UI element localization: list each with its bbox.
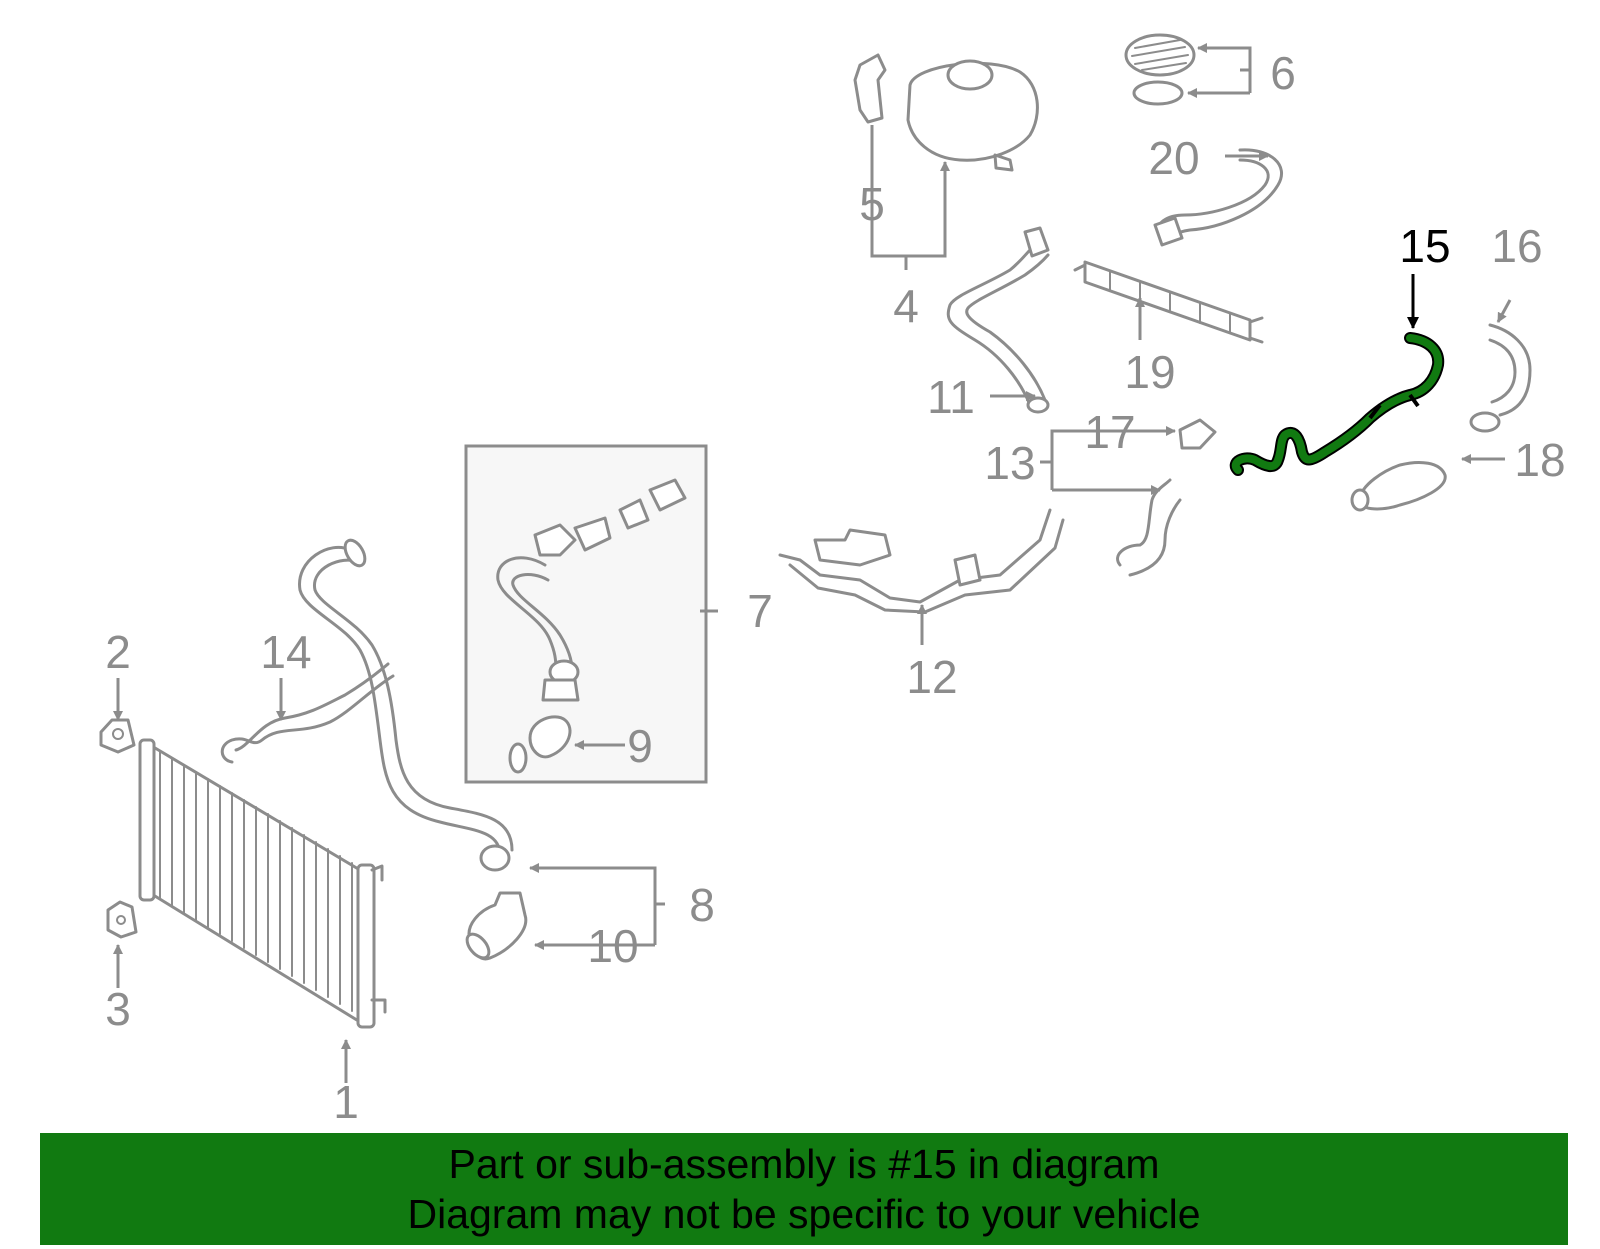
- part-hose-11: [946, 226, 1050, 414]
- leader-lines: [113, 43, 1512, 1083]
- callout-7: 7: [747, 585, 773, 637]
- part-hose-14: [220, 662, 395, 764]
- part-radiator: [138, 738, 387, 1029]
- callout-5: 5: [859, 178, 885, 230]
- callout-16: 16: [1491, 220, 1542, 272]
- callout-20: 20: [1148, 132, 1199, 184]
- part-connector-10: [465, 891, 528, 961]
- callout-13: 13: [984, 437, 1035, 489]
- callout-15-highlighted: 15: [1399, 220, 1450, 272]
- info-banner: Part or sub-assembly is #15 in diagram D…: [40, 1133, 1568, 1245]
- part-bracket-12: [778, 508, 1065, 614]
- callout-19: 19: [1124, 346, 1175, 398]
- callout-6: 6: [1270, 47, 1296, 99]
- callout-2: 2: [105, 626, 131, 678]
- part-sensor-17: [1178, 418, 1217, 450]
- part-bracket-19: [1073, 260, 1264, 344]
- callout-1: 1: [333, 1076, 359, 1128]
- part-fitting-18: [1350, 461, 1447, 512]
- part-cap-6: [1124, 33, 1196, 77]
- part-bracket-5: [853, 53, 887, 124]
- callout-18: 18: [1514, 434, 1565, 486]
- part-hose-13: [1116, 478, 1182, 577]
- part-gasket-6: [1132, 80, 1184, 106]
- part-hose-assembly-7: [496, 478, 687, 774]
- part-hose-16: [1469, 323, 1532, 433]
- callout-9: 9: [627, 720, 653, 772]
- banner-line-1: Part or sub-assembly is #15 in diagram: [448, 1141, 1160, 1187]
- callout-4: 4: [893, 280, 919, 332]
- part-hose-15-highlighted: [1229, 332, 1445, 476]
- callout-8: 8: [689, 879, 715, 931]
- callout-14: 14: [260, 626, 311, 678]
- part-expansion-tank: [906, 59, 1039, 172]
- callout-11: 11: [927, 371, 975, 423]
- callout-10: 10: [587, 920, 638, 972]
- part-upper-hose: [298, 538, 514, 872]
- callout-3: 3: [105, 983, 131, 1035]
- callout-17: 17: [1084, 406, 1135, 458]
- banner-line-2: Diagram may not be specific to your vehi…: [407, 1191, 1201, 1237]
- callout-12: 12: [906, 651, 957, 703]
- part-upper-mount: [99, 718, 136, 754]
- part-lower-mount: [106, 900, 138, 939]
- part-hose-20: [1153, 148, 1283, 247]
